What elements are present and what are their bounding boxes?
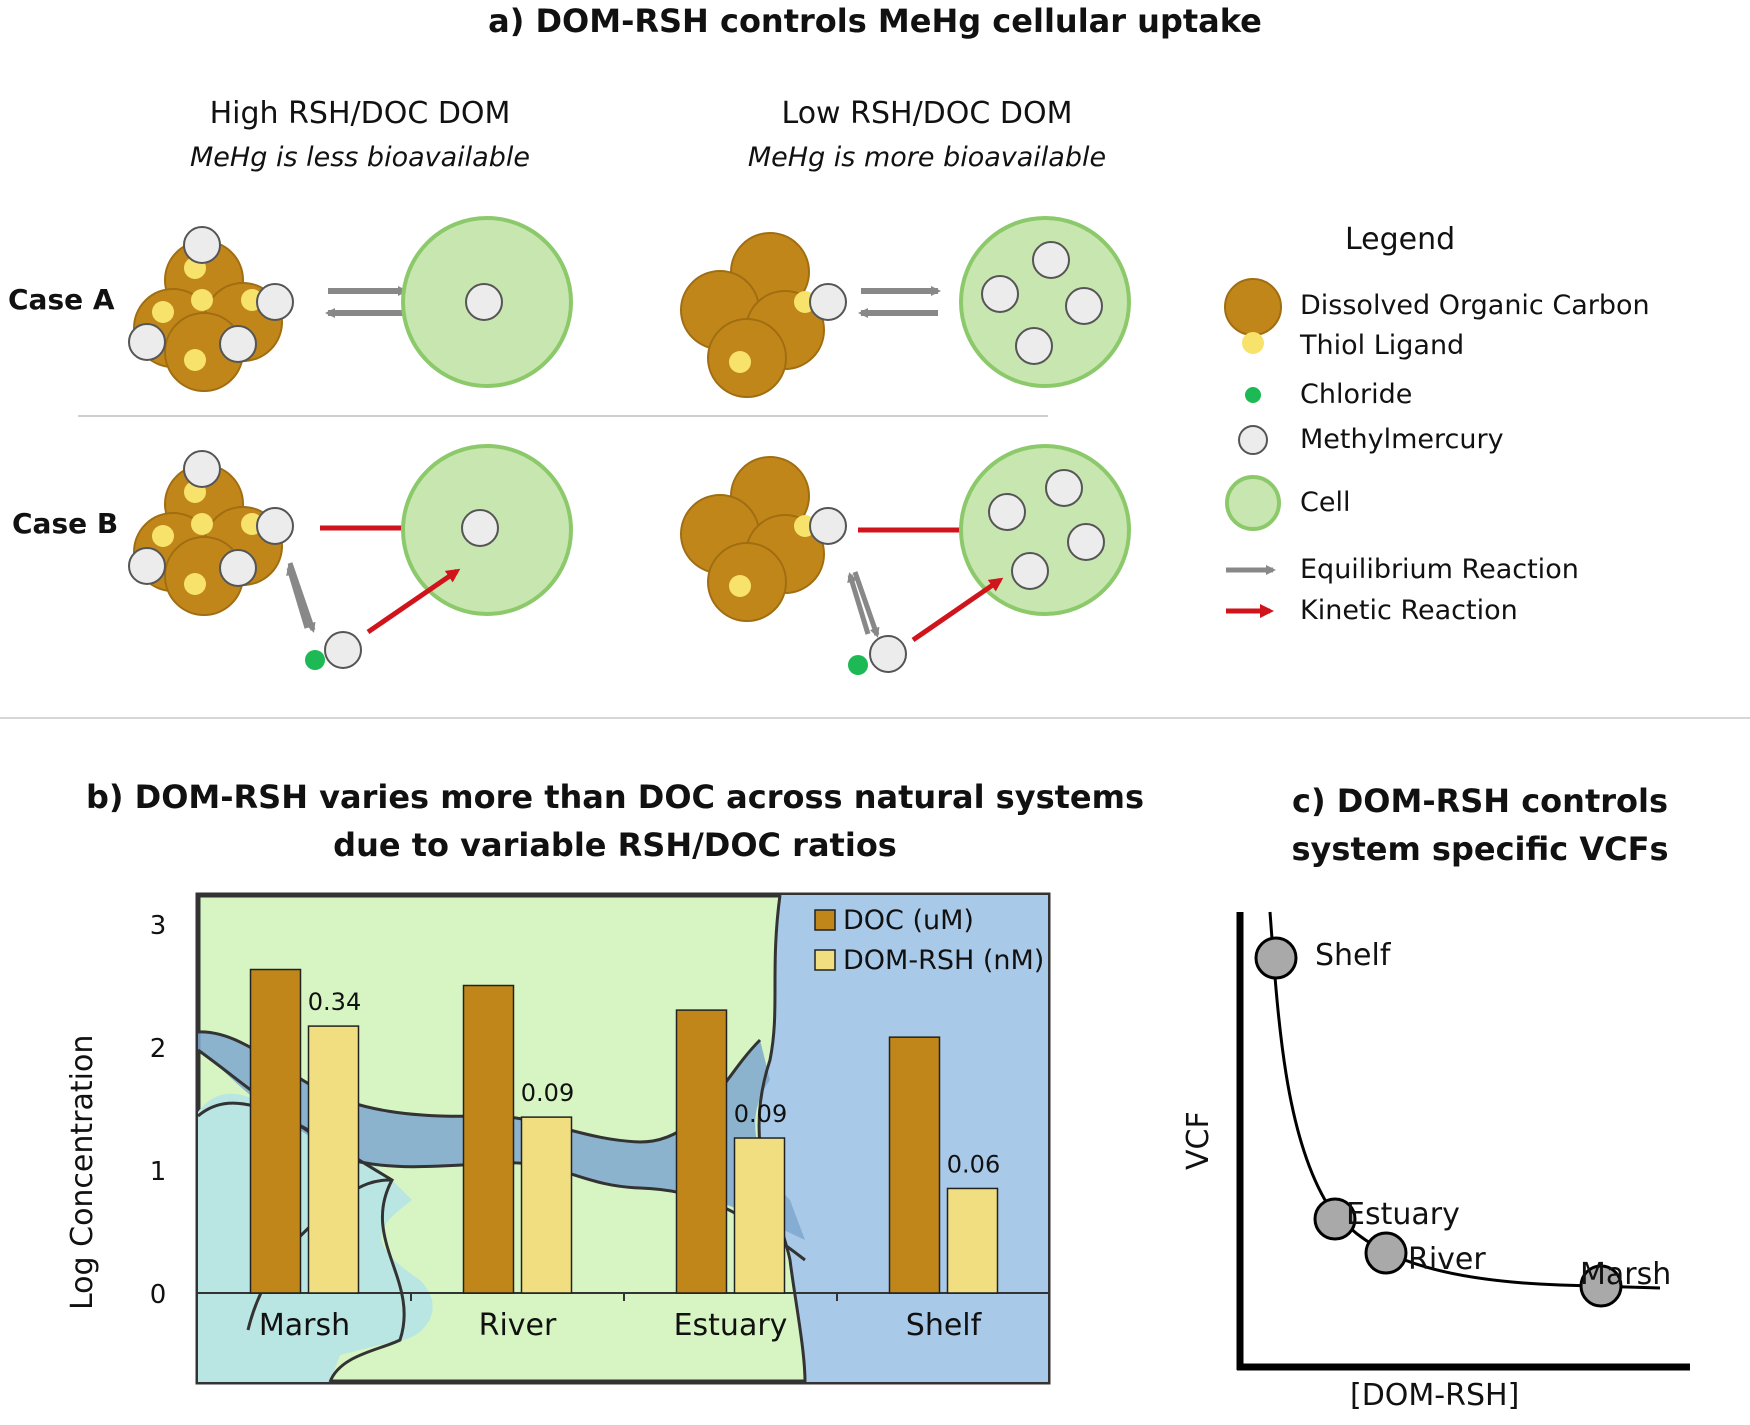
legend-thiol-label: Thiol Ligand (1300, 330, 1465, 361)
mehg-chloride (869, 635, 907, 673)
high-rsh-subheading: MeHg is less bioavailable (190, 142, 530, 173)
legend-chloride-label: Chloride (1300, 379, 1413, 410)
legend-doc-label: Dissolved Organic Carbon (1300, 290, 1650, 321)
legend-cell-label: Cell (1300, 487, 1351, 518)
x-category-label: Marsh (259, 1308, 350, 1343)
bar-dom-rsh (946, 1187, 999, 1294)
panel-c-plot (1236, 911, 1690, 1371)
point-shelf (1254, 936, 1298, 980)
legend-cell-symbol (1225, 475, 1281, 531)
panel-c-title-line2: system specific VCFs (1291, 830, 1669, 868)
high-rsh-heading: High RSH/DOC DOM (209, 96, 511, 131)
legend-label: DOM-RSH (nM) (843, 945, 1044, 976)
bar-dom-rsh (733, 1137, 786, 1294)
legend-swatch (814, 909, 836, 931)
mehg-in-cell (461, 509, 499, 547)
ratio-annotation: 0.09 (734, 1100, 787, 1128)
point-label-shelf: Shelf (1315, 938, 1391, 973)
y-tick-label: 1 (150, 1157, 167, 1187)
legend-kinetic-label: Kinetic Reaction (1300, 595, 1518, 626)
point-marsh (1579, 1264, 1623, 1308)
y-tick-label: 0 (150, 1280, 167, 1310)
equilibrium-arrow-up (847, 572, 871, 635)
mehg-in-cell (465, 283, 503, 321)
mehg-in-cell (1065, 287, 1103, 325)
bar-dom-rsh (307, 1025, 360, 1294)
mehg-in-cell (1032, 241, 1070, 279)
mehg-in-cell (1045, 469, 1083, 507)
legend-label: DOC (uM) (843, 905, 974, 936)
bar-doc (888, 1036, 941, 1294)
equilibrium-arrow-down (852, 571, 880, 638)
case-a-high-doc-cluster (128, 226, 294, 392)
bar-doc (249, 968, 302, 1294)
ratio-annotation: 0.34 (308, 988, 361, 1016)
case-b-label: Case B (12, 507, 119, 540)
mehg-in-cell (1011, 552, 1049, 590)
chloride-ion (848, 655, 868, 675)
panel-b-title-line1: b) DOM-RSH varies more than DOC across n… (85, 778, 1145, 816)
legend-doc-symbol (1224, 278, 1282, 336)
point-label-river: River (1408, 1242, 1486, 1277)
legend-mehg-label: Methylmercury (1300, 424, 1504, 455)
panel-separator (0, 717, 1750, 719)
equilibrium-arrow-down (287, 562, 316, 633)
panel-b-title-line2: due to variable RSH/DOC ratios (333, 826, 897, 864)
low-rsh-heading: Low RSH/DOC DOM (781, 96, 1073, 131)
mehg-in-cell (1067, 523, 1105, 561)
point-label-marsh: Marsh (1580, 1257, 1672, 1292)
mehg-in-cell (988, 493, 1026, 531)
mehg-chloride (324, 631, 362, 669)
kinetic-arrow (366, 568, 461, 635)
ratio-annotation: 0.06 (947, 1150, 1000, 1178)
panel-b-ylabel: Log Concentration (65, 1034, 100, 1310)
case-b-high-doc-cluster (128, 450, 294, 616)
mehg-in-cell (1015, 327, 1053, 365)
x-category-label: Estuary (674, 1308, 788, 1343)
case-b-low-doc-cluster (680, 456, 847, 622)
cell-case-b-low (959, 444, 1131, 616)
point-river (1364, 1231, 1408, 1275)
equilibrium-arrow-up (286, 565, 310, 629)
case-a-low-doc-cluster (680, 232, 847, 398)
legend-mehg-symbol (1238, 425, 1268, 455)
cell-case-a-low (959, 216, 1131, 388)
panel-a-title: a) DOM-RSH controls MeHg cellular uptake (488, 2, 1262, 40)
case-a-label: Case A (8, 283, 115, 316)
bar-dom-rsh (520, 1116, 573, 1294)
bar-doc (675, 1009, 728, 1294)
x-category-label: River (479, 1308, 557, 1343)
chloride-ion (305, 650, 325, 670)
legend-swatch (814, 949, 836, 971)
panel-a-diagram (78, 216, 1282, 675)
y-tick-label: 2 (150, 1034, 167, 1064)
panel-c-ylabel: VCF (1181, 1111, 1216, 1170)
y-tick-label: 3 (150, 911, 167, 941)
low-rsh-subheading: MeHg is more bioavailable (747, 142, 1107, 173)
point-estuary (1313, 1197, 1357, 1241)
legend-thiol-symbol (1242, 332, 1264, 354)
legend-title: Legend (1345, 222, 1456, 257)
panel-c-title-line1: c) DOM-RSH controls (1291, 782, 1669, 820)
x-category-label: Shelf (906, 1308, 983, 1343)
panel-c-xlabel: [DOM-RSH] (1350, 1378, 1520, 1413)
ratio-annotation: 0.09 (521, 1079, 574, 1107)
point-label-estuary: Estuary (1346, 1197, 1460, 1232)
kinetic-arrow (911, 577, 1004, 643)
bar-doc (462, 984, 515, 1294)
legend-chloride-symbol (1245, 387, 1261, 403)
legend-equilibrium-label: Equilibrium Reaction (1300, 554, 1579, 585)
mehg-in-cell (981, 275, 1019, 313)
